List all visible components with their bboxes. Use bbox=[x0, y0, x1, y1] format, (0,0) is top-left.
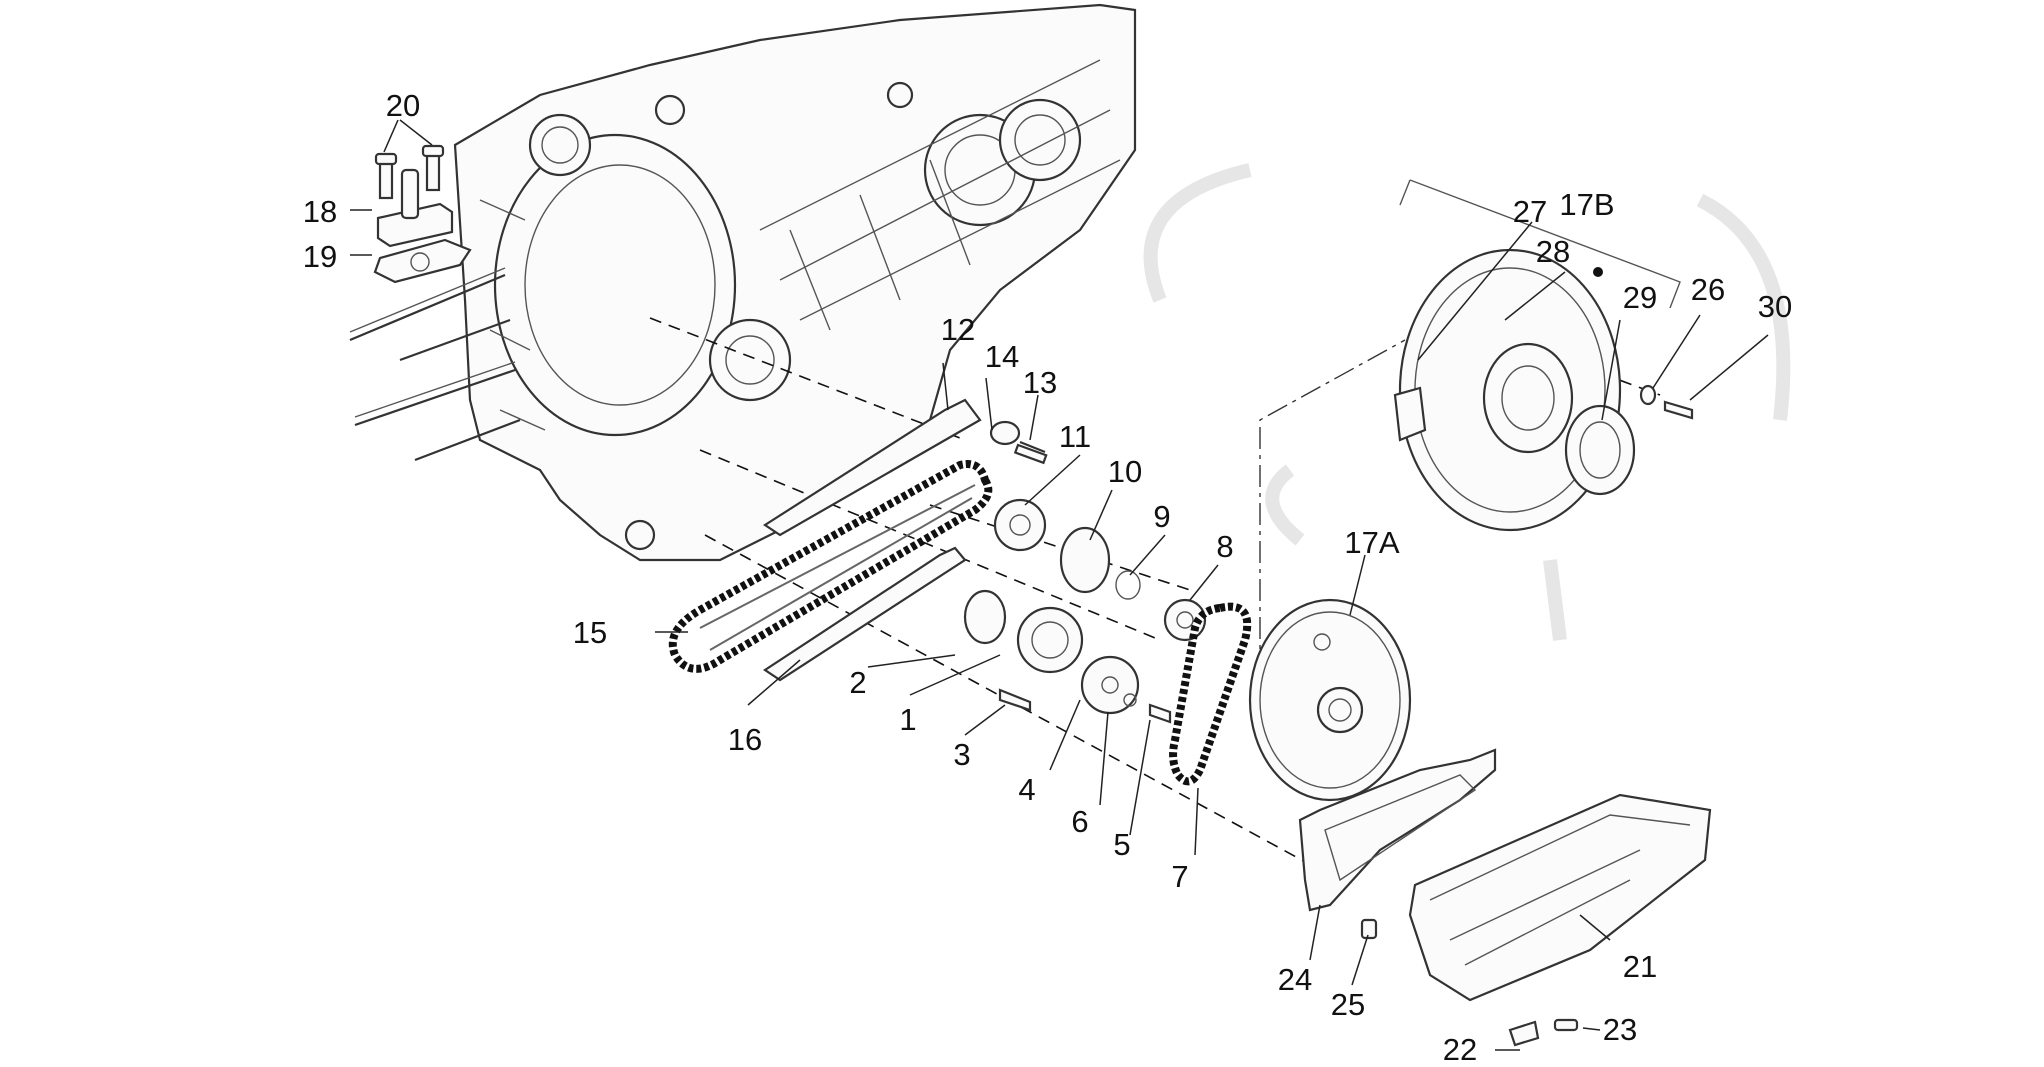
timing-chain bbox=[668, 460, 993, 673]
center-gear-assembly bbox=[963, 498, 1207, 724]
callout-10: 10 bbox=[1108, 454, 1142, 489]
callout-19: 19 bbox=[303, 239, 337, 274]
gasket-and-sump-cover bbox=[1298, 748, 1712, 1047]
callout-23: 23 bbox=[1603, 1012, 1637, 1047]
chain-guides bbox=[762, 398, 1048, 682]
crankcase-housing bbox=[453, 3, 1137, 562]
callout-27: 27 bbox=[1513, 194, 1547, 229]
callout-5: 5 bbox=[1113, 827, 1130, 862]
oil-pump-cover bbox=[1248, 598, 1412, 802]
callout-22: 22 bbox=[1443, 1032, 1477, 1067]
callout-1: 1 bbox=[899, 702, 916, 737]
callout-8: 8 bbox=[1216, 529, 1233, 564]
callout-4: 4 bbox=[1018, 772, 1035, 807]
chain-tensioner bbox=[373, 144, 472, 284]
callout-15: 15 bbox=[573, 615, 607, 650]
callout-7: 7 bbox=[1171, 859, 1188, 894]
callout-9: 9 bbox=[1153, 499, 1170, 534]
callout-18: 18 bbox=[303, 194, 337, 229]
callout-11: 11 bbox=[1059, 419, 1091, 454]
callout-6: 6 bbox=[1071, 804, 1088, 839]
callout-30: 30 bbox=[1758, 289, 1792, 324]
callout-26: 26 bbox=[1691, 272, 1725, 307]
callout-17a: 17A bbox=[1344, 525, 1399, 560]
callout-12: 12 bbox=[941, 312, 975, 347]
callout-25: 25 bbox=[1331, 987, 1365, 1022]
callout-labels: 1 2 3 4 5 6 7 8 9 10 11 12 13 14 15 16 1… bbox=[303, 88, 1792, 1067]
callout-24: 24 bbox=[1278, 962, 1312, 997]
cylinder-studs bbox=[349, 267, 521, 462]
background-ghost-shapes bbox=[1143, 163, 1791, 641]
callout-14: 14 bbox=[985, 339, 1019, 374]
rotor-assembly bbox=[1393, 179, 1694, 532]
callout-21: 21 bbox=[1623, 949, 1657, 984]
callout-28: 28 bbox=[1536, 234, 1570, 269]
callout-16: 16 bbox=[728, 722, 762, 757]
callout-17b: 17B bbox=[1559, 187, 1614, 222]
callout-13: 13 bbox=[1023, 365, 1057, 400]
callout-2: 2 bbox=[849, 665, 866, 700]
callout-29: 29 bbox=[1623, 280, 1657, 315]
callout-20: 20 bbox=[386, 88, 420, 123]
oil-pump-chain bbox=[1169, 602, 1252, 786]
leader-lines bbox=[350, 119, 1769, 1051]
callout-3: 3 bbox=[953, 737, 970, 772]
